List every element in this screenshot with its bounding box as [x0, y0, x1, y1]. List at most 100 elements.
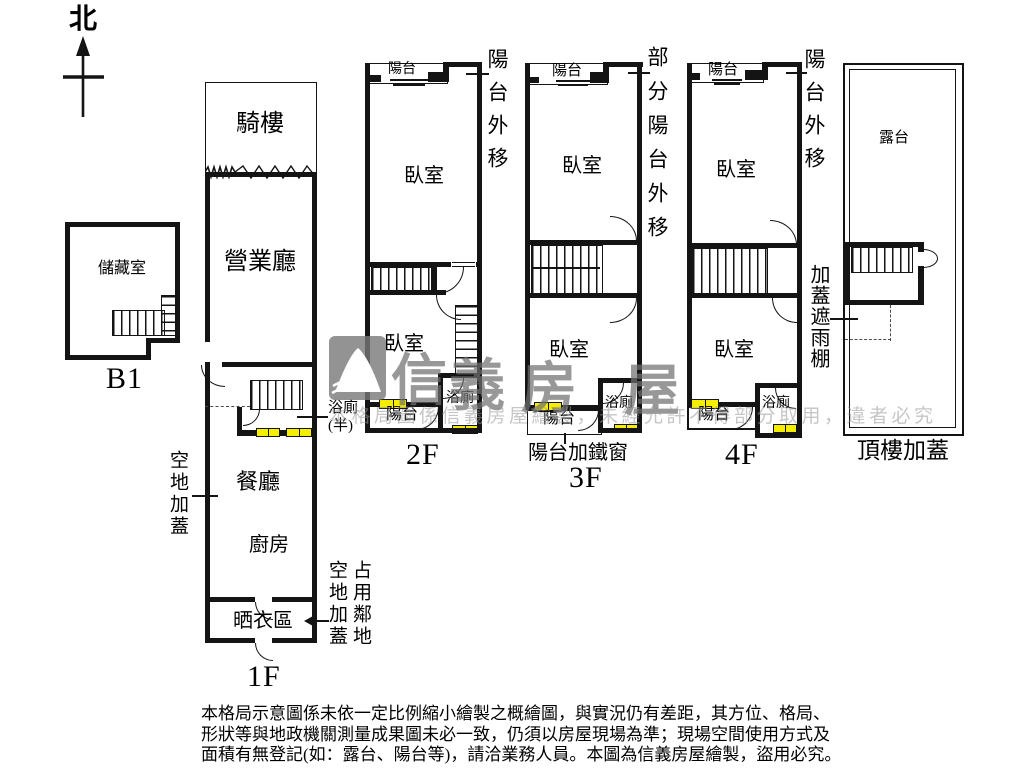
- note-balcony-iron-window: 陽台加鐵窗: [528, 442, 628, 464]
- wall-segment: [365, 428, 482, 433]
- note-vacant-lot-left: 空地加蓋: [167, 450, 188, 538]
- room-label-business-hall: 營業廳: [224, 249, 296, 275]
- room-label-balcony-bottom-4f: 陽台: [698, 406, 731, 423]
- wall-segment: [755, 433, 802, 438]
- wall-segment: [687, 293, 802, 298]
- note-neighbor-land: 占用鄰地: [350, 560, 371, 648]
- staircase: [455, 305, 479, 377]
- disclaimer-line-1: 本格局示意圖係未依一定比例縮小繪製之概繪圖，與實況仍有差距，其方位、格局、: [201, 704, 830, 723]
- wall-segment: [598, 378, 642, 383]
- door-arc: [243, 409, 260, 426]
- wall-segment: [428, 72, 447, 82]
- plumbing-fixture: [286, 428, 312, 437]
- door-arc: [610, 216, 637, 241]
- wall-segment: [431, 267, 437, 291]
- thin-line: [466, 73, 489, 75]
- watermark-line: 本格局圖係信義房屋繪製，未經允許不得部分取用，違者必究: [329, 406, 937, 427]
- wall-segment: [525, 77, 539, 83]
- disclaimer-line-3: 面積有無登記(如：露台、陽台等)，請洽業務人員。本圖為信義房屋繪製，盜用必究。: [201, 745, 842, 764]
- watermark-char-1: 信: [391, 351, 447, 413]
- wall-segment: [637, 62, 642, 433]
- thin-line: [714, 83, 740, 85]
- staircase: [851, 247, 913, 273]
- wall-segment: [525, 405, 603, 410]
- wall-segment: [272, 597, 317, 602]
- wall-opening: [451, 261, 476, 268]
- wall-segment: [755, 383, 802, 388]
- door-arc: [770, 220, 797, 245]
- watermark-char-2: 義: [449, 356, 505, 418]
- wall-segment: [687, 73, 700, 80]
- room-label-balcony-top-4f: 陽台: [708, 62, 739, 78]
- disclaimer-line-2: 形狀等與地政機關測量成果圖未必一致，仍須以房屋現場為準；現場空間使用方式及: [201, 724, 830, 744]
- room-label-bedroom-top-4f: 臥室: [716, 159, 756, 181]
- wall-segment: [590, 72, 607, 83]
- room-label-laundry: 晒衣區: [233, 610, 293, 632]
- staircase: [531, 245, 603, 295]
- floor-label-3f: 3F: [569, 461, 603, 494]
- wall-segment: [443, 62, 449, 82]
- wall-segment: [365, 290, 446, 295]
- note-partial-balcony-moved-3f: 部分陽台外移: [645, 46, 669, 250]
- room-label-balcony-top-3f: 陽台: [552, 63, 583, 79]
- room-label-bedroom-bottom-2f: 臥室: [384, 333, 424, 355]
- thin-line: [628, 72, 650, 74]
- wall-segment: [755, 383, 760, 438]
- shape: [332, 378, 360, 388]
- room-label-balcony-bottom-2f: 陽台: [386, 406, 419, 423]
- wall-segment: [687, 243, 802, 248]
- thin-line: [452, 266, 475, 268]
- wall-segment: [438, 373, 443, 433]
- wall-segment: [687, 402, 755, 407]
- room-label-bedroom-top-2f: 臥室: [404, 165, 444, 187]
- room-label-balcony-top-2f: 陽台: [388, 62, 416, 77]
- wall-segment: [438, 373, 482, 378]
- thin-line: [297, 416, 328, 418]
- wall-segment: [603, 62, 609, 83]
- wall-segment: [525, 63, 530, 410]
- plumbing-fixture: [534, 402, 562, 412]
- room-label-terrace: 露台: [879, 130, 910, 146]
- shape: [331, 348, 381, 395]
- disclaimer: 本格局示意圖係未依一定比例縮小繪製之概繪圖，與實況仍有差距，其方位、格局、 形狀…: [201, 704, 881, 766]
- room-label-bedroom-bottom-4f: 臥室: [714, 339, 754, 361]
- thin-line: [192, 495, 218, 497]
- wall-segment: [222, 362, 317, 367]
- wall-segment: [367, 75, 381, 82]
- wall-segment: [843, 242, 849, 305]
- thin-line: [786, 72, 807, 74]
- door-arc: [610, 298, 637, 323]
- staircase: [692, 248, 768, 297]
- floor-label-roof: 頂樓加蓋: [857, 438, 949, 463]
- dashed-line: [205, 406, 250, 407]
- room-label-storage: 儲藏室: [98, 260, 147, 277]
- floor-label-b1: B1: [106, 362, 144, 395]
- note-balcony-moved-2f: 陽台外移: [485, 48, 509, 180]
- room-label-arcade: 騎樓: [236, 111, 284, 137]
- plumbing-fixture: [256, 428, 280, 437]
- watermark-char-3: 房: [521, 359, 577, 421]
- wall-segment: [477, 62, 482, 433]
- wall-segment: [762, 62, 802, 67]
- wall-segment: [65, 222, 70, 360]
- note-vacant-lot-right: 空地加蓋: [326, 560, 347, 648]
- note-rain-awning: 加蓋遮雨棚: [807, 264, 829, 369]
- floor-label-1f: 1F: [247, 660, 281, 693]
- staircase: [161, 295, 178, 336]
- door-arc: [772, 298, 797, 323]
- room-label-dining: 餐廳: [236, 469, 281, 494]
- dashed-line: [845, 339, 891, 340]
- wall-opening: [205, 342, 210, 362]
- sinyi-logo-watermark: [329, 336, 386, 400]
- wall-segment: [797, 62, 802, 438]
- thin-line: [312, 620, 329, 622]
- wall-segment: [443, 62, 482, 67]
- wall-segment: [745, 70, 766, 80]
- wall-segment: [175, 222, 180, 343]
- thin-line: [393, 84, 425, 86]
- wall-segment: [918, 242, 924, 252]
- wall-segment: [918, 266, 924, 305]
- wall-segment: [365, 63, 370, 433]
- thin-line: [687, 428, 760, 430]
- wall-segment: [525, 293, 642, 298]
